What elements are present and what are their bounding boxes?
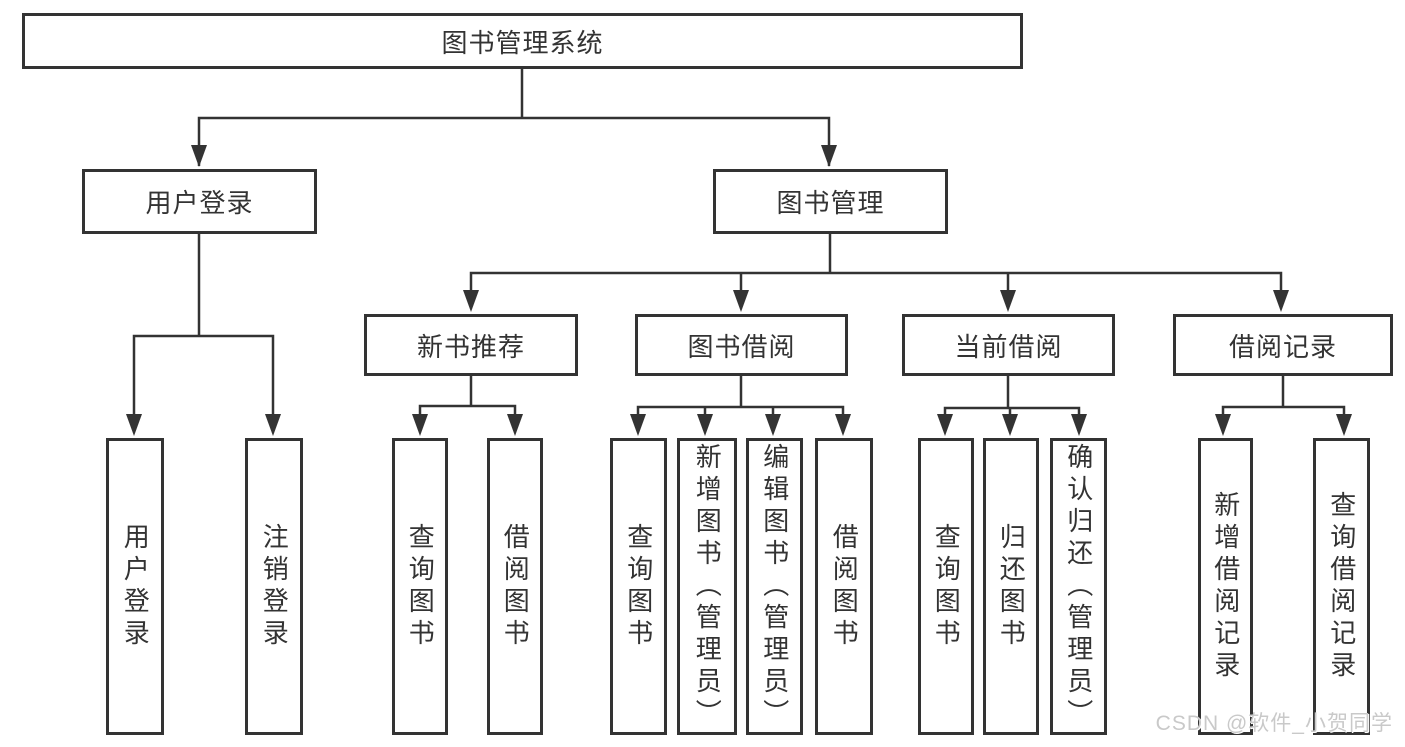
node-label: 新增图书（管理员） (692, 442, 723, 731)
node-current-borrow: 当前借阅 (902, 314, 1115, 376)
node-label: 借阅图书 (829, 522, 860, 651)
node-label: 图书借阅 (687, 331, 796, 362)
node-label: 图书管理 (776, 188, 885, 218)
leaf-query-books: 查询图书 (610, 438, 667, 735)
node-user-login: 用户登录 (82, 169, 317, 234)
leaf-query-books-current: 查询图书 (918, 438, 974, 735)
node-label: 注销登录 (259, 522, 290, 651)
node-library-management-system: 图书管理系统 (22, 13, 1023, 69)
node-book-borrow: 图书借阅 (635, 314, 848, 376)
node-borrow-records: 借阅记录 (1173, 314, 1393, 376)
leaf-return-books: 归还图书 (983, 438, 1039, 735)
node-label: 用户登录 (120, 522, 151, 651)
leaf-borrow-books: 借阅图书 (815, 438, 873, 735)
leaf-query-borrow-record: 查询借阅记录 (1313, 438, 1370, 735)
node-label: 借阅图书 (500, 522, 531, 651)
node-label: 确认归还（管理员） (1063, 442, 1094, 731)
node-label: 查询图书 (931, 522, 962, 651)
csdn-watermark: CSDN @软件_小贺同学 (1155, 712, 1393, 735)
node-label: 当前借阅 (954, 331, 1063, 362)
node-label: 用户登录 (145, 188, 254, 218)
node-label: 查询图书 (623, 522, 654, 651)
leaf-add-borrow-record: 新增借阅记录 (1198, 438, 1253, 735)
node-label: 借阅记录 (1228, 331, 1337, 362)
node-label: 编辑图书（管理员） (759, 442, 790, 731)
node-new-book-recommend: 新书推荐 (364, 314, 578, 376)
node-label: 图书管理系统 (441, 27, 604, 58)
leaf-add-books-admin: 新增图书（管理员） (677, 438, 737, 735)
node-label: 归还图书 (996, 522, 1027, 651)
leaf-confirm-return-admin: 确认归还（管理员） (1050, 438, 1107, 735)
node-label: 查询借阅记录 (1326, 490, 1357, 683)
node-book-management: 图书管理 (713, 169, 948, 234)
node-label: 新增借阅记录 (1210, 490, 1241, 683)
leaf-edit-books-admin: 编辑图书（管理员） (746, 438, 803, 735)
leaf-logout: 注销登录 (245, 438, 303, 735)
node-label: 查询图书 (405, 522, 436, 651)
leaf-borrow-books-recommend: 借阅图书 (487, 438, 543, 735)
leaf-query-books-recommend: 查询图书 (392, 438, 448, 735)
node-label: 新书推荐 (416, 331, 525, 362)
leaf-user-login: 用户登录 (106, 438, 164, 735)
